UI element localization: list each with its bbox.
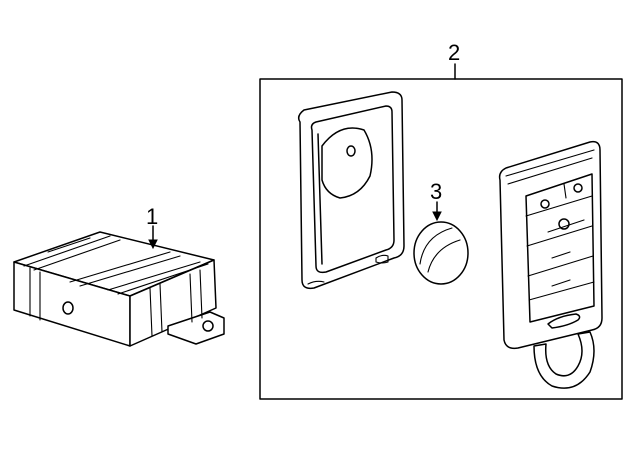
coin-battery <box>413 221 469 285</box>
callout-3: 3 <box>430 179 442 222</box>
key-kit-frame <box>259 78 623 400</box>
callout-1-label: 1 <box>146 204 158 229</box>
callout-3-label: 3 <box>430 179 442 204</box>
callout-2-label: 2 <box>448 40 460 65</box>
control-module <box>13 231 225 347</box>
callout-1: 1 <box>146 204 158 250</box>
fob-cover <box>297 91 405 290</box>
key-fob <box>498 140 603 389</box>
callout-2: 2 <box>448 40 460 80</box>
